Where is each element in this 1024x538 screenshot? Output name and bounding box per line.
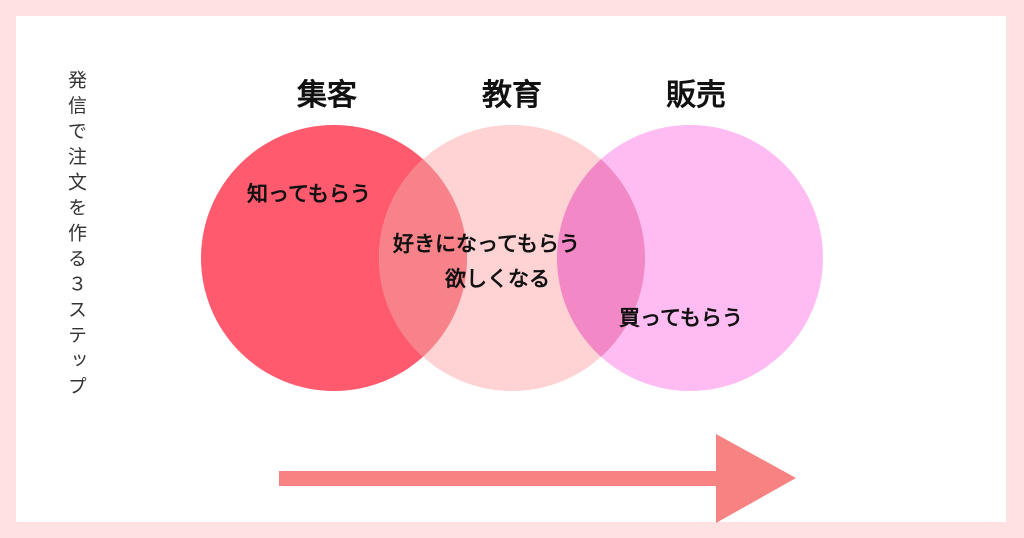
label-step-2b: 欲しくなる — [445, 267, 550, 291]
heading-step-2: 教育 — [482, 78, 542, 113]
overlap-attract-educate — [379, 125, 467, 391]
vertical-title: 発信で注文を作る３ステップ — [65, 70, 87, 402]
label-step-3: 買ってもらう — [619, 306, 743, 330]
progress-arrow — [279, 434, 796, 523]
heading-step-3: 販売 — [666, 78, 726, 113]
heading-step-1: 集客 — [297, 78, 357, 113]
label-step-2a: 好きになってもらう — [393, 232, 580, 256]
label-step-1: 知ってもらう — [247, 182, 371, 206]
overlap-educate-sell — [557, 125, 645, 391]
